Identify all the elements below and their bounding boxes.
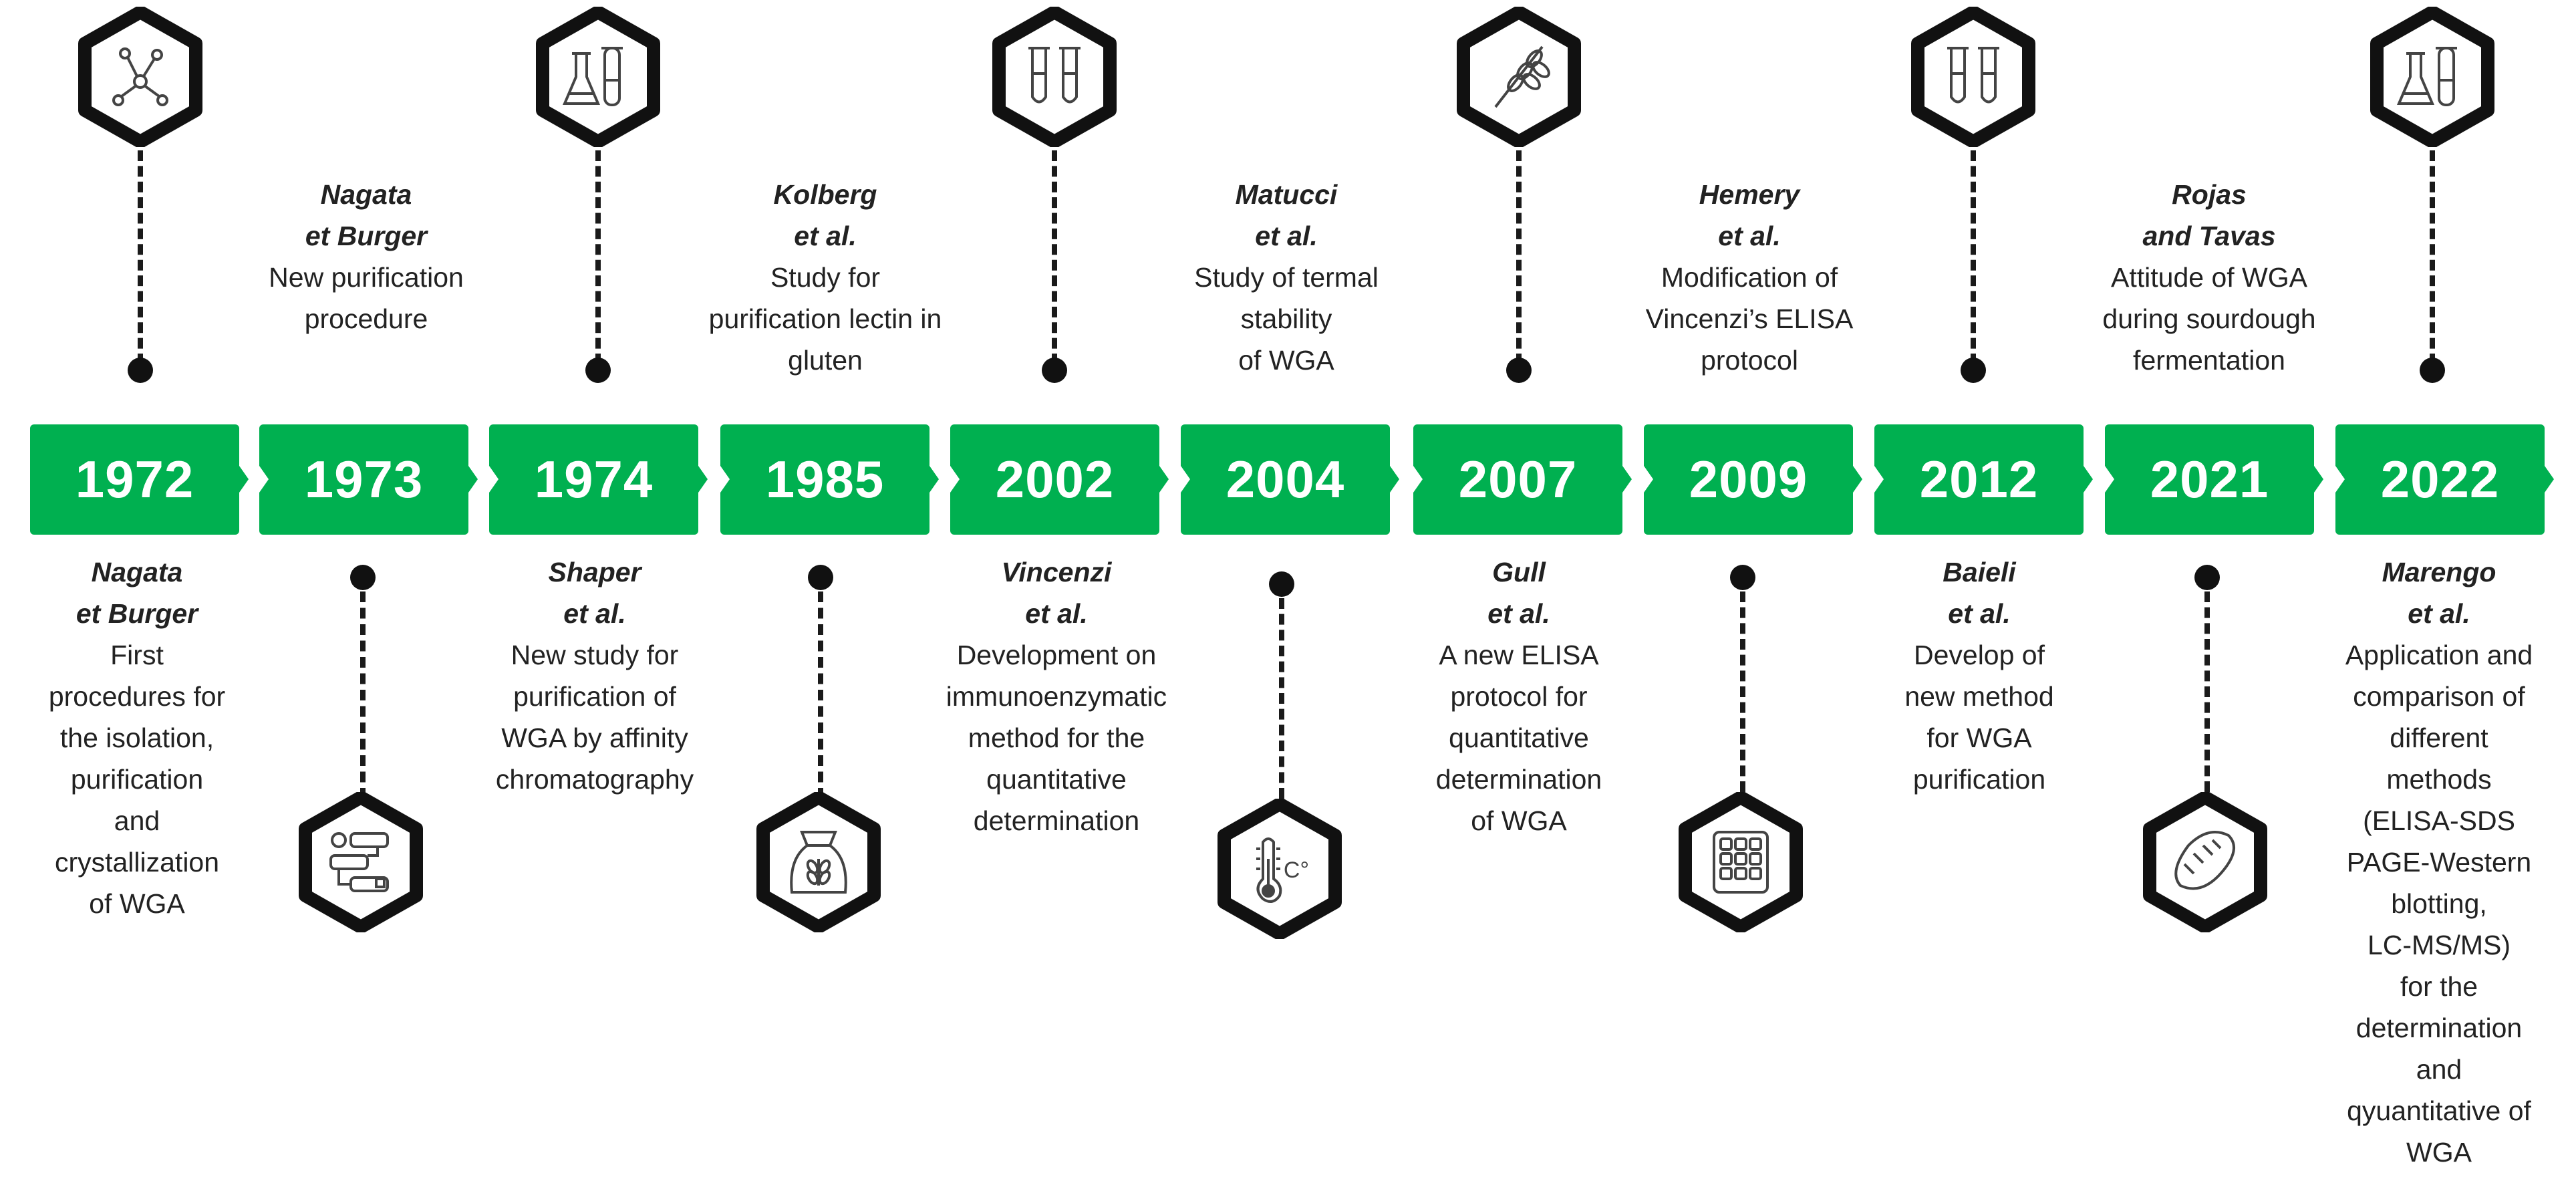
event-author: Kolberg et al.	[773, 179, 877, 251]
molecule-icon	[77, 7, 204, 147]
lab-flasks-icon	[535, 7, 662, 147]
process-flow-icon	[297, 792, 424, 932]
year-label: 2012	[1919, 450, 2039, 509]
event-text-2002: Vincenzi et al. Development on immunoenz…	[929, 551, 1183, 841]
event-author: Vincenzi et al.	[1001, 557, 1112, 629]
event-author: Hemery et al.	[1699, 179, 1800, 251]
event-description: New study for purification of WGA by aff…	[495, 640, 694, 795]
year-box: 2007	[1413, 424, 1632, 535]
event-description: Develop of new method for WGA purificati…	[1904, 640, 2054, 795]
event-description: A new ELISA protocol for quantitative de…	[1435, 640, 1602, 836]
year-box: 2009	[1644, 424, 1862, 535]
event-text-1973: Nagata et Burger New purification proced…	[239, 174, 493, 340]
test-tubes-icon	[991, 7, 1118, 147]
event-author: Marengo et al.	[2382, 557, 2496, 629]
test-tubes-icon	[1910, 7, 2037, 147]
year-box: 2022	[2335, 424, 2554, 535]
year-box: 1973	[259, 424, 478, 535]
timeline-dot	[1961, 358, 1986, 383]
event-text-2004: Matucci et al. Study of termal stability…	[1159, 174, 1413, 381]
connector-line	[1516, 150, 1522, 364]
event-text-1974: Shaper et al. New study for purification…	[468, 551, 722, 800]
event-description: Application and comparison of different …	[2345, 640, 2533, 1168]
flour-sack-icon	[755, 792, 882, 932]
year-label: 2002	[995, 450, 1115, 509]
svg-text:C°: C°	[1284, 857, 1309, 883]
timeline-dot	[2420, 358, 2445, 383]
timeline-dot	[128, 358, 153, 383]
year-label: 2021	[2150, 450, 2269, 509]
microplate-icon	[1677, 792, 1804, 932]
event-text-2007: Gull et al. A new ELISA protocol for qua…	[1392, 551, 1646, 841]
thermometer-icon: C°	[1216, 799, 1343, 939]
year-box: 1985	[720, 424, 939, 535]
timeline-dot	[1042, 358, 1067, 383]
event-text-1985: Kolberg et al. Study for purification le…	[698, 174, 952, 381]
connector-line	[138, 150, 143, 364]
event-author: Rojas and Tavas	[2142, 179, 2276, 251]
event-text-2012: Baieli et al. Develop of new method for …	[1852, 551, 2106, 800]
year-box: 2002	[950, 424, 1169, 535]
bread-icon	[2142, 792, 2269, 932]
event-author: Matucci et al.	[1235, 179, 1338, 251]
event-description: Development on immunoenzymatic method fo…	[946, 640, 1167, 836]
year-box: 2021	[2105, 424, 2323, 535]
event-author: Gull et al.	[1487, 557, 1550, 629]
year-box: 2012	[1874, 424, 2093, 535]
connector-line	[1740, 591, 1745, 792]
connector-line	[1971, 150, 1976, 364]
connector-line	[595, 150, 601, 364]
year-label: 1972	[75, 450, 194, 509]
event-description: Study of termal stability of WGA	[1194, 262, 1379, 376]
event-description: Study for purification lectin in gluten	[708, 262, 942, 376]
year-box: 1972	[30, 424, 249, 535]
wheat-icon	[1455, 7, 1582, 147]
connector-line	[2430, 150, 2435, 364]
event-author: Nagata et Burger	[305, 179, 428, 251]
year-label: 2004	[1226, 450, 1345, 509]
year-label: 2007	[1458, 450, 1578, 509]
timeline-dot	[1730, 565, 1755, 590]
timeline-dot	[350, 565, 376, 590]
year-box: 1974	[489, 424, 708, 535]
timeline-dot	[1506, 358, 1532, 383]
connector-line	[1052, 150, 1057, 364]
event-text-1972: Nagata et Burger First procedures for th…	[10, 551, 264, 924]
timeline-dot	[2194, 565, 2220, 590]
connector-line	[1279, 598, 1284, 799]
year-label: 2009	[1689, 450, 1808, 509]
connector-line	[818, 591, 823, 799]
year-label: 1974	[534, 450, 654, 509]
event-text-2022: Marengo et al. Application and compariso…	[2312, 551, 2566, 1173]
event-description: First procedures for the isolation, puri…	[48, 640, 226, 919]
year-label: 2022	[2380, 450, 2500, 509]
year-label: 1973	[304, 450, 424, 509]
event-author: Baieli et al.	[1943, 557, 2016, 629]
event-text-2009: Hemery et al. Modification of Vincenzi’s…	[1622, 174, 1876, 381]
timeline-dot	[808, 565, 833, 590]
timeline-dot	[1269, 571, 1294, 597]
event-author: Nagata et Burger	[76, 557, 198, 629]
event-author: Shaper et al.	[548, 557, 641, 629]
timeline-dot	[585, 358, 611, 383]
lab-flasks-icon	[2369, 7, 2496, 147]
year-box: 2004	[1181, 424, 1399, 535]
event-text-2021: Rojas and Tavas Attitude of WGA during s…	[2082, 174, 2336, 381]
connector-line	[360, 591, 366, 799]
event-description: Modification of Vincenzi’s ELISA protoco…	[1645, 262, 1854, 376]
event-description: New purification procedure	[269, 262, 464, 334]
year-label: 1985	[765, 450, 885, 509]
event-description: Attitude of WGA during sourdough ferment…	[2102, 262, 2316, 376]
connector-line	[2204, 591, 2210, 792]
